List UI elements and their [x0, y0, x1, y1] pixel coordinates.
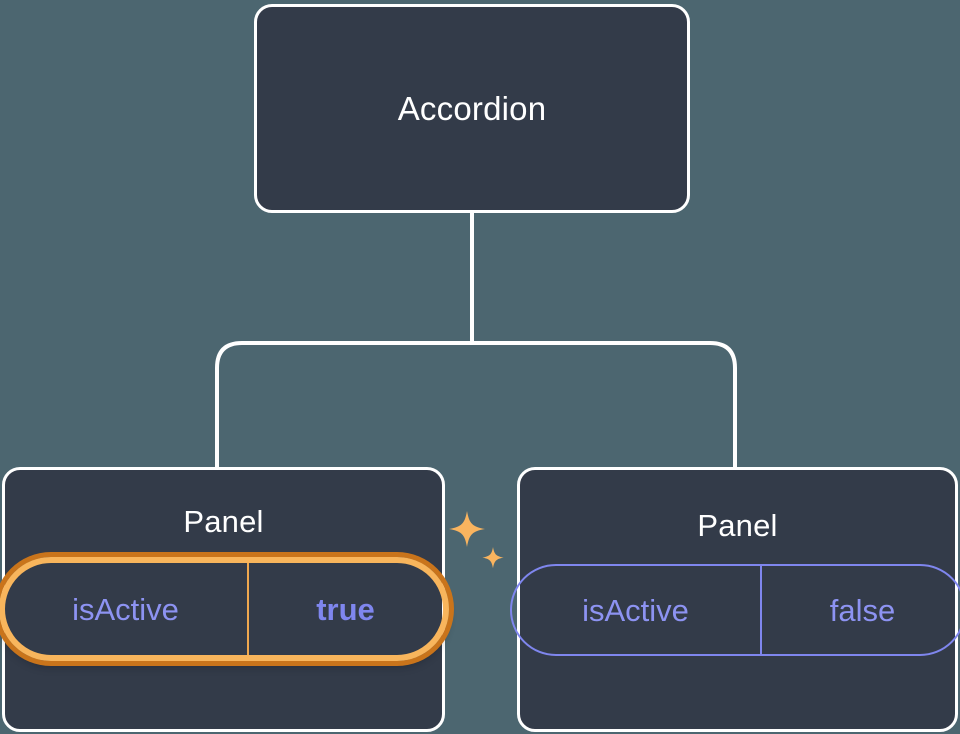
- node-panel-inactive[interactable]: Panel isActive false: [509, 467, 960, 732]
- node-panel-inactive-label: Panel: [697, 508, 778, 543]
- prop-pill-wrapper-inactive: isActive false: [509, 564, 960, 656]
- prop-pill-isactive-false[interactable]: isActive false: [509, 564, 960, 656]
- node-panel-active[interactable]: Panel isActive true: [0, 467, 504, 732]
- edge-branch-bus: [215, 341, 737, 467]
- prop-pill-wrapper-active: isActive true: [0, 511, 504, 661]
- prop-key: isActive: [72, 591, 179, 627]
- prop-key: isActive: [582, 592, 689, 628]
- prop-pill-isactive-true[interactable]: isActive true: [0, 557, 449, 661]
- prop-value: false: [759, 566, 960, 654]
- node-accordion-label: Accordion: [397, 90, 547, 127]
- node-accordion[interactable]: Accordion: [254, 4, 690, 213]
- node-panel-active-label: Panel: [183, 504, 264, 539]
- prop-value: true: [246, 563, 443, 655]
- sparkles-icon: [448, 511, 504, 569]
